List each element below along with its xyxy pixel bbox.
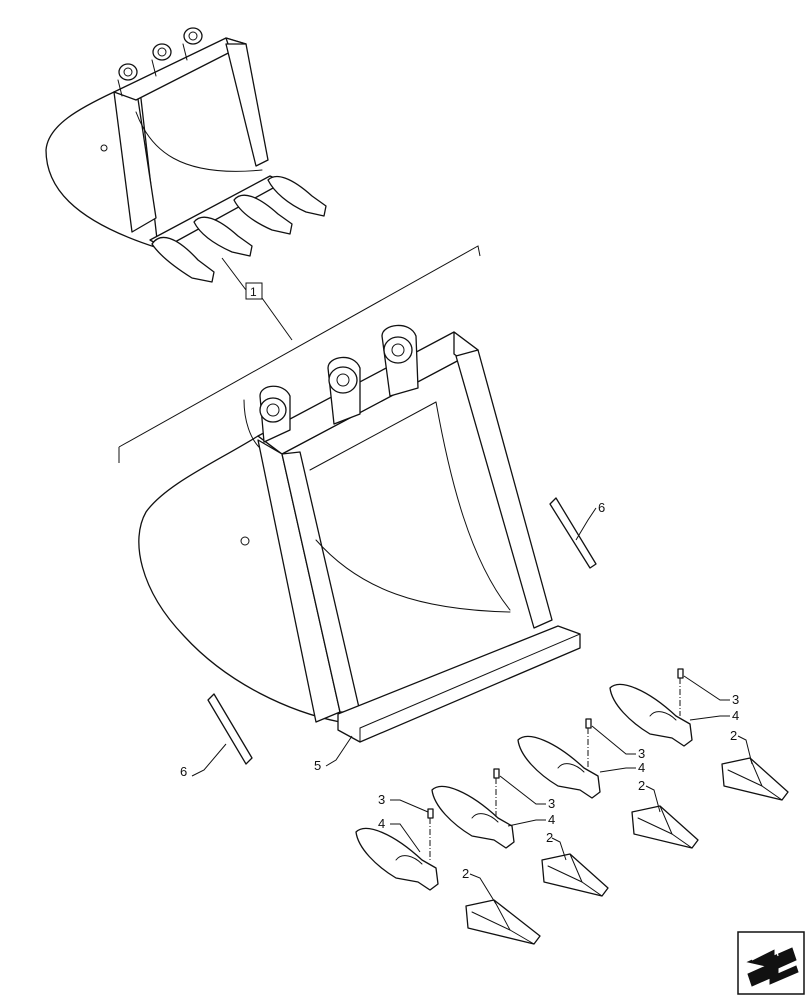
callout-4-d: 4 — [378, 816, 385, 831]
pin-3 — [493, 768, 500, 779]
leader-lines — [191, 507, 753, 905]
bucket-body — [138, 324, 581, 743]
pins — [427, 668, 684, 860]
tooth-4 — [465, 899, 541, 945]
tooth-2 — [631, 805, 699, 849]
callout-4-c: 4 — [548, 812, 555, 827]
callout-4-a: 4 — [732, 708, 739, 723]
callout-4-b: 4 — [638, 760, 645, 775]
callout-3-c: 3 — [548, 796, 555, 811]
assembly-callout: 1 — [118, 245, 481, 463]
callout-3-b: 3 — [638, 746, 645, 761]
callout-1-label: 1 — [250, 285, 257, 299]
callout-3-a: 3 — [732, 692, 739, 707]
tooth-3 — [541, 853, 609, 897]
callout-6-left: 6 — [180, 764, 187, 779]
adapter-2 — [517, 735, 601, 799]
callout-2-c: 2 — [546, 830, 553, 845]
callout-2-b: 2 — [638, 778, 645, 793]
adapter-3 — [431, 785, 515, 849]
side-cutter-left — [207, 693, 253, 765]
callout-3-d: 3 — [378, 792, 385, 807]
tooth-1 — [721, 757, 789, 801]
side-cutter-right — [549, 497, 597, 569]
adapter-4 — [355, 827, 439, 891]
callout-box-1 — [245, 282, 263, 300]
callout-labels: 6 6 5 3 4 3 4 3 4 3 4 2 2 2 2 — [180, 500, 739, 881]
adapter-1 — [609, 683, 693, 747]
pin-1 — [677, 668, 684, 679]
callout-5: 5 — [314, 758, 321, 773]
assembled-bucket-thumbnail — [45, 27, 327, 283]
callout-2-d: 2 — [462, 866, 469, 881]
next-page-arrow-icon[interactable] — [737, 931, 805, 995]
callout-2-a: 2 — [730, 728, 737, 743]
pin-4 — [427, 808, 434, 819]
pin-2 — [585, 718, 592, 729]
callout-6-right: 6 — [598, 500, 605, 515]
